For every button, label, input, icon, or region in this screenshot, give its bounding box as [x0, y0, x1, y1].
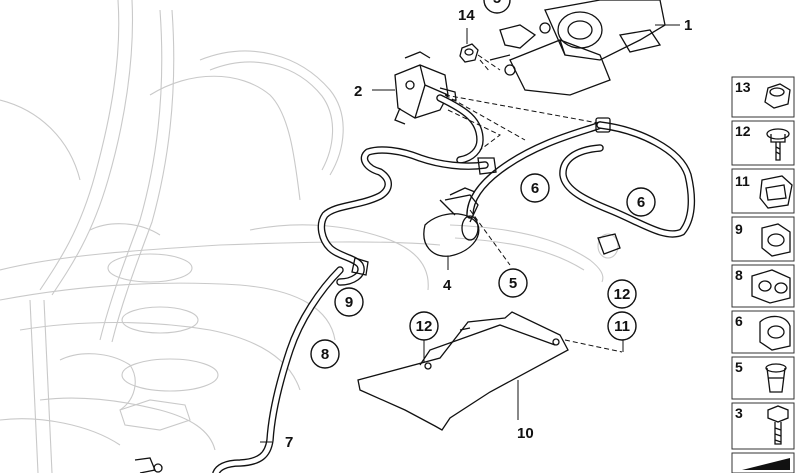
leader-lines — [260, 24, 680, 443]
legend-item-9[interactable]: 9 — [731, 216, 795, 262]
svg-text:12: 12 — [416, 318, 433, 335]
legend-item-13[interactable]: 13 — [731, 76, 795, 118]
wedge-marker-icon — [742, 458, 790, 470]
svg-text:12: 12 — [614, 286, 631, 303]
part-4-canister — [423, 187, 480, 257]
circle-callout-12b: 12 — [607, 279, 637, 309]
circle-callout-6a: 6 — [520, 173, 550, 203]
cable-clamp-icon — [759, 315, 791, 351]
circle-callout-5: 5 — [498, 268, 528, 298]
svg-text:5: 5 — [735, 359, 743, 375]
legend-item-marker — [731, 452, 795, 473]
svg-text:9: 9 — [345, 294, 353, 311]
clip-nut-icon — [759, 175, 793, 209]
expanding-nut-icon — [765, 363, 787, 393]
background-body-structure — [0, 0, 619, 473]
callout-1: 1 — [684, 17, 692, 34]
part-2-valve — [394, 51, 457, 125]
hex-screw-icon — [767, 405, 789, 445]
circle-callout-12a: 12 — [409, 311, 439, 341]
plain-callouts: 1 2 4 7 10 14 — [285, 7, 692, 451]
callout-10: 10 — [517, 425, 534, 442]
flange-screw-icon — [766, 128, 790, 161]
svg-text:5: 5 — [509, 275, 517, 292]
svg-text:9: 9 — [735, 221, 743, 237]
svg-text:3: 3 — [735, 405, 743, 421]
svg-text:13: 13 — [735, 79, 751, 95]
svg-text:6: 6 — [531, 180, 539, 197]
legend-item-8[interactable]: 8 — [731, 264, 795, 308]
legend-item-12[interactable]: 12 — [731, 120, 795, 166]
part-14-nut — [459, 43, 501, 71]
svg-text:6: 6 — [637, 194, 645, 211]
svg-text:5: 5 — [493, 0, 501, 7]
circled-callouts: 5 6 6 8 9 11 12 12 — [310, 0, 656, 369]
svg-text:8: 8 — [321, 346, 329, 363]
circle-callout-top: 5 — [483, 0, 511, 14]
circle-callout-8: 8 — [310, 339, 340, 369]
svg-text:8: 8 — [735, 267, 743, 283]
svg-text:11: 11 — [735, 173, 750, 189]
legend-item-6[interactable]: 6 — [731, 310, 795, 354]
circle-callout-6b: 6 — [626, 187, 656, 217]
svg-text:11: 11 — [614, 318, 630, 335]
svg-text:12: 12 — [735, 123, 751, 139]
cap-nut-icon — [764, 83, 791, 109]
callout-14: 14 — [458, 7, 475, 24]
parts-legend: 13 12 11 — [731, 76, 795, 473]
callout-7: 7 — [285, 434, 293, 451]
legend-item-11[interactable]: 11 — [731, 168, 795, 214]
double-holder-icon — [751, 269, 791, 304]
circle-callout-11: 11 — [607, 311, 637, 341]
svg-text:6: 6 — [735, 313, 743, 329]
callout-2: 2 — [354, 83, 362, 100]
legend-item-5[interactable]: 5 — [731, 356, 795, 400]
legend-item-3[interactable]: 3 — [731, 402, 795, 450]
hose-holder-icon — [761, 223, 791, 257]
callout-4: 4 — [443, 277, 452, 294]
small-fasteners — [134, 233, 621, 473]
part-10-shield — [357, 311, 623, 431]
part-1-assembly — [479, 0, 666, 96]
circle-callout-9: 9 — [334, 287, 364, 317]
